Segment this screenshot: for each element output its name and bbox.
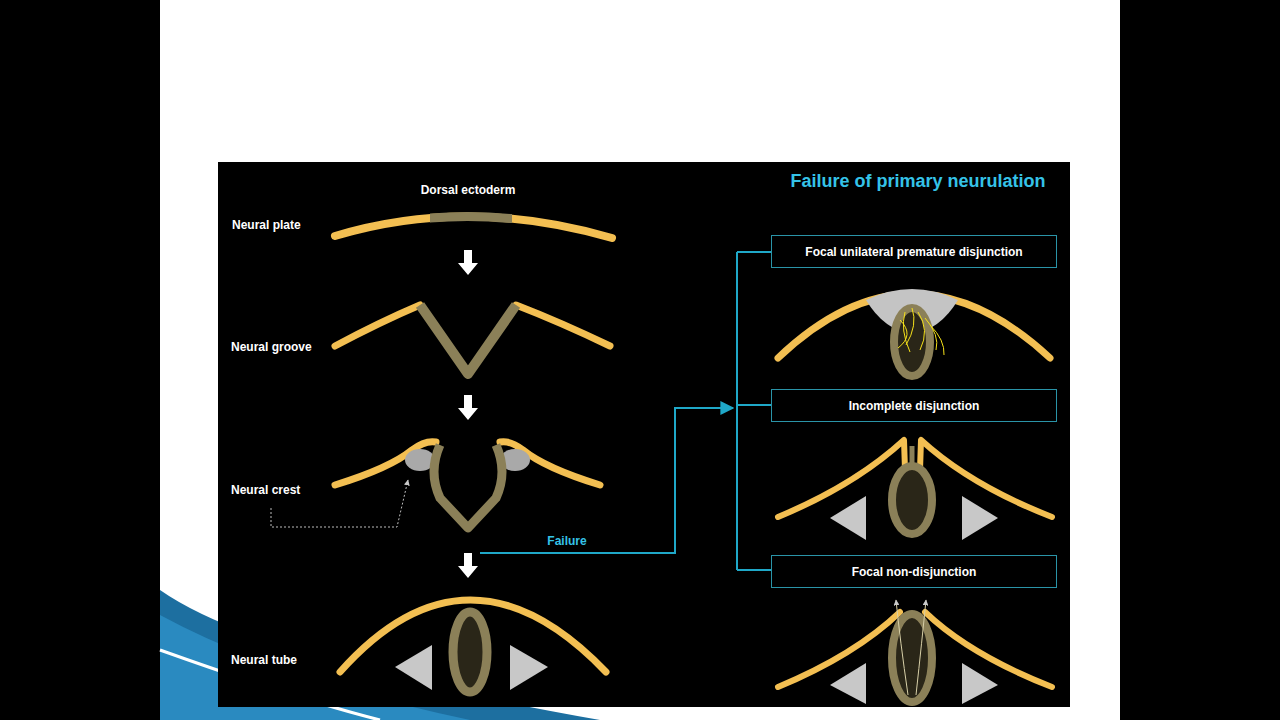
- box-text: Focal non-disjunction: [852, 565, 977, 579]
- drawing-stroke: [335, 305, 420, 346]
- label-text: Neural plate: [232, 218, 301, 232]
- drawing-stroke: [510, 645, 548, 690]
- drawing-stroke: [906, 308, 914, 345]
- drawing-stroke: [778, 440, 905, 517]
- drawing-stroke: [335, 442, 436, 485]
- side-bar: [0, 0, 160, 720]
- stage-label: Dorsal ectoderm: [421, 180, 516, 198]
- drawing-stroke: [894, 308, 930, 376]
- stage-label: Neural crest: [231, 480, 300, 498]
- section-title: Failure of primary neurulation: [768, 170, 1068, 193]
- title-text: Failure of primary neurulation: [790, 171, 1045, 191]
- drawing-stroke: [898, 308, 944, 355]
- drawing-stroke: [737, 404, 771, 406]
- drawing-stroke: [930, 325, 944, 355]
- drawing-stroke: [778, 612, 900, 687]
- drawing-stroke: [896, 600, 908, 695]
- drawing-stroke: [920, 440, 1052, 517]
- failure-type-box: Focal unilateral premature disjunction: [771, 235, 1057, 268]
- label-text: Neural crest: [231, 483, 300, 497]
- neural-groove: [335, 305, 610, 374]
- drawing-stroke: [736, 252, 738, 570]
- drawing-stroke: [830, 663, 866, 704]
- figure-panel: [218, 162, 1070, 707]
- stage-label: Neural groove: [231, 337, 312, 355]
- drawing-stroke: [925, 612, 1052, 687]
- drawing-stroke: [916, 600, 926, 695]
- drawing-stroke: [898, 320, 907, 348]
- non-disjunction-drawing: [778, 600, 1052, 704]
- drawing-stroke: [962, 496, 998, 540]
- step-arrow: [458, 250, 478, 578]
- stage-label: Failure: [547, 531, 586, 549]
- failure-type-box: Focal non-disjunction: [771, 555, 1057, 588]
- drawing-stroke: [458, 553, 478, 578]
- drawing-stroke: [830, 496, 866, 540]
- failure-type-box: Incomplete disjunction: [771, 389, 1057, 422]
- drawing-stroke: [420, 305, 516, 374]
- drawing-stroke: [516, 305, 610, 346]
- drawing-stroke: [892, 614, 932, 702]
- drawing-stroke: [892, 466, 932, 534]
- drawing-stroke: [480, 408, 733, 553]
- drawing-stroke: [395, 645, 432, 690]
- drawing-stroke: [453, 612, 487, 692]
- drawing-stroke: [430, 216, 512, 238]
- label-text: Dorsal ectoderm: [421, 183, 516, 197]
- label-text: Failure: [547, 534, 586, 548]
- drawing-stroke: [458, 250, 478, 275]
- box-text: Incomplete disjunction: [849, 399, 980, 413]
- drawing-stroke: [458, 395, 478, 420]
- neural-tube: [340, 600, 606, 692]
- drawing-stroke: [918, 312, 925, 350]
- label-text: Neural groove: [231, 340, 312, 354]
- failure-line: [480, 252, 771, 570]
- stage-label: Neural tube: [231, 650, 297, 668]
- drawing-stroke: [925, 318, 937, 350]
- drawing-stroke: [434, 445, 502, 528]
- incomplete-disjunction-drawing: [778, 440, 1052, 540]
- stage-label: Neural plate: [232, 215, 301, 233]
- label-text: Neural tube: [231, 653, 297, 667]
- drawing-stroke: [737, 251, 771, 253]
- side-bar: [1120, 0, 1280, 720]
- drawing-stroke: [500, 442, 600, 485]
- drawing-stroke: [737, 569, 771, 571]
- drawing-stroke: [962, 663, 998, 704]
- drawing-stroke: [335, 216, 612, 238]
- premature-disjunction-drawing: [778, 289, 1050, 376]
- neural-crest-stage: [335, 442, 600, 528]
- neural-plate: [335, 216, 612, 238]
- box-text: Focal unilateral premature disjunction: [805, 245, 1022, 259]
- drawing-stroke: [896, 600, 926, 695]
